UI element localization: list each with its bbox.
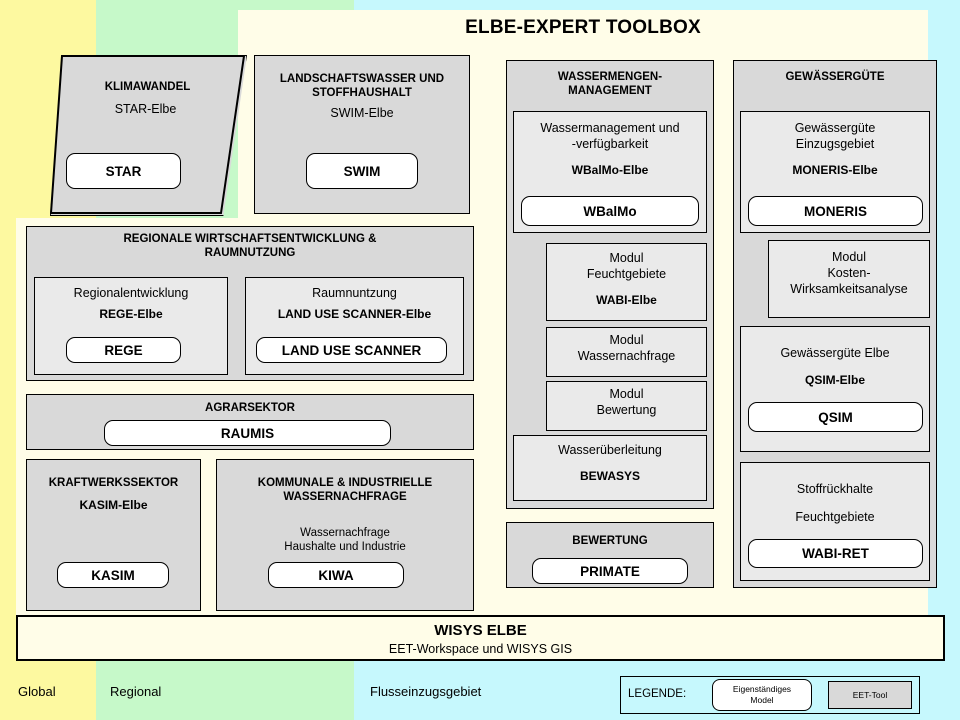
modul-kosten-line2: Kosten-	[827, 266, 871, 280]
kraftwerkssektor-subtitle: KASIM-Elbe	[79, 498, 148, 512]
tool-swim[interactable]: SWIM	[306, 153, 418, 189]
bewertung-heading: BEWERTUNG	[572, 535, 648, 547]
kommunale-heading-line2: WASSERNACHFRAGE	[283, 491, 407, 503]
modul-feuchtgebiete-line3: WABI-Elbe	[596, 293, 657, 307]
tool-wbalmo[interactable]: WBalMo	[521, 196, 699, 226]
wasseruberleitung-line1: Wasserüberleitung	[558, 443, 662, 457]
legend-title: LEGENDE:	[628, 688, 687, 700]
legend-standalone-model-swatch: Eigenständiges Model	[712, 679, 812, 711]
page-title: ELBE-EXPERT TOOLBOX	[465, 17, 701, 38]
scale-label-regional: Regional	[110, 684, 162, 699]
tool-raumis[interactable]: RAUMIS	[104, 420, 391, 446]
modul-bewertung-line1: Modul	[609, 387, 644, 401]
wbalmo-line3: WBalMo-Elbe	[571, 163, 649, 177]
tool-land-use-scanner[interactable]: LAND USE SCANNER	[256, 337, 447, 363]
wabiret-line2: Feuchtgebiete	[795, 510, 875, 524]
modul-kosten-line1: Modul	[831, 250, 867, 264]
block-modul-feuchtgebiete[interactable]	[546, 243, 707, 321]
regionalentwicklung-line1: Regionalentwicklung	[73, 286, 189, 300]
block-wasseruberleitung[interactable]	[513, 435, 707, 501]
wabiret-line1: Stoffrückhalte	[796, 482, 874, 496]
legend-eet-tool-swatch: EET-Tool	[828, 681, 912, 709]
block-wisys-elbe[interactable]	[16, 615, 945, 661]
wisys-subtitle: EET-Workspace und WISYS GIS	[388, 642, 573, 656]
modul-feuchtgebiete-line1: Modul	[609, 251, 644, 265]
gewaesserguete-heading: GEWÄSSERGÜTE	[785, 71, 885, 83]
modul-bewertung-line2: Bewertung	[596, 403, 657, 417]
tool-wabi-ret[interactable]: WABI-RET	[748, 539, 923, 568]
scale-label-catchment: Flusseinzugsgebiet	[370, 684, 482, 699]
tool-qsim[interactable]: QSIM	[748, 402, 923, 432]
legend-model-line1: Eigenständiges	[732, 684, 792, 694]
moneris-line2: Einzugsgebiet	[795, 137, 875, 151]
modul-kosten-line3: Wirksamkeitsanalyse	[790, 282, 908, 296]
tool-kasim[interactable]: KASIM	[57, 562, 169, 588]
qsim-line2: QSIM-Elbe	[804, 373, 865, 387]
wassermengen-heading-line2: MANAGEMENT	[568, 85, 652, 97]
tool-primate[interactable]: PRIMATE	[532, 558, 688, 584]
tool-rege[interactable]: REGE	[66, 337, 181, 363]
wbalmo-line2: -verfügbarkeit	[571, 137, 649, 151]
raumnutzung-line1: Raumnuntzung	[312, 286, 397, 300]
kommunale-heading-line1: KOMMUNALE & INDUSTRIELLE	[257, 477, 433, 489]
klimawandel-heading: KLIMAWANDEL	[104, 81, 191, 93]
klimawandel-subtitle: STAR-Elbe	[114, 102, 177, 116]
agrarsektor-heading: AGRARSEKTOR	[205, 402, 295, 414]
landschaftswasser-heading-line1: LANDSCHAFTSWASSER UND	[279, 73, 445, 85]
block-modul-bewertung[interactable]	[546, 381, 707, 431]
moneris-line3: MONERIS-Elbe	[792, 163, 878, 177]
wasseruberleitung-line2: BEWASYS	[579, 469, 640, 483]
tool-kiwa[interactable]: KIWA	[268, 562, 404, 588]
wisys-heading: WISYS ELBE	[434, 622, 527, 639]
modul-wassernachfrage-line2: Wassernachfrage	[577, 349, 676, 363]
wbalmo-line1: Wassermanagement und	[540, 121, 680, 135]
regionale-heading-line1: REGIONALE WIRTSCHAFTSENTWICKLUNG &	[123, 233, 377, 245]
block-modul-wassernachfrage[interactable]	[546, 327, 707, 377]
regionale-heading-line2: RAUMNUTZUNG	[204, 247, 296, 259]
landschaftswasser-heading-line2: STOFFHAUSHALT	[312, 87, 412, 99]
kommunale-subtitle-line1: Wassernachfrage	[300, 527, 390, 539]
block-landschaftswasser[interactable]	[254, 55, 470, 214]
landschaftswasser-subtitle: SWIM-Elbe	[330, 106, 394, 120]
legend-model-line2: Model	[750, 695, 774, 705]
tool-moneris[interactable]: MONERIS	[748, 196, 923, 226]
qsim-line1: Gewässergüte Elbe	[780, 346, 890, 360]
raumnutzung-line2: LAND USE SCANNER-Elbe	[277, 307, 432, 321]
modul-wassernachfrage-line1: Modul	[609, 333, 644, 347]
modul-feuchtgebiete-line2: Feuchtgebiete	[586, 267, 667, 281]
kraftwerkssektor-heading: KRAFTWERKSSEKTOR	[48, 477, 179, 489]
scale-label-global: Global	[18, 684, 56, 699]
moneris-line1: Gewässergüte	[794, 121, 876, 135]
regionalentwicklung-line2: REGE-Elbe	[99, 307, 163, 321]
block-modul-kosten-wirksamkeit[interactable]	[768, 240, 930, 318]
tool-star[interactable]: STAR	[66, 153, 181, 189]
kommunale-subtitle-line2: Haushalte und Industrie	[284, 541, 406, 553]
wassermengen-heading-line1: WASSERMENGEN-	[557, 71, 663, 83]
